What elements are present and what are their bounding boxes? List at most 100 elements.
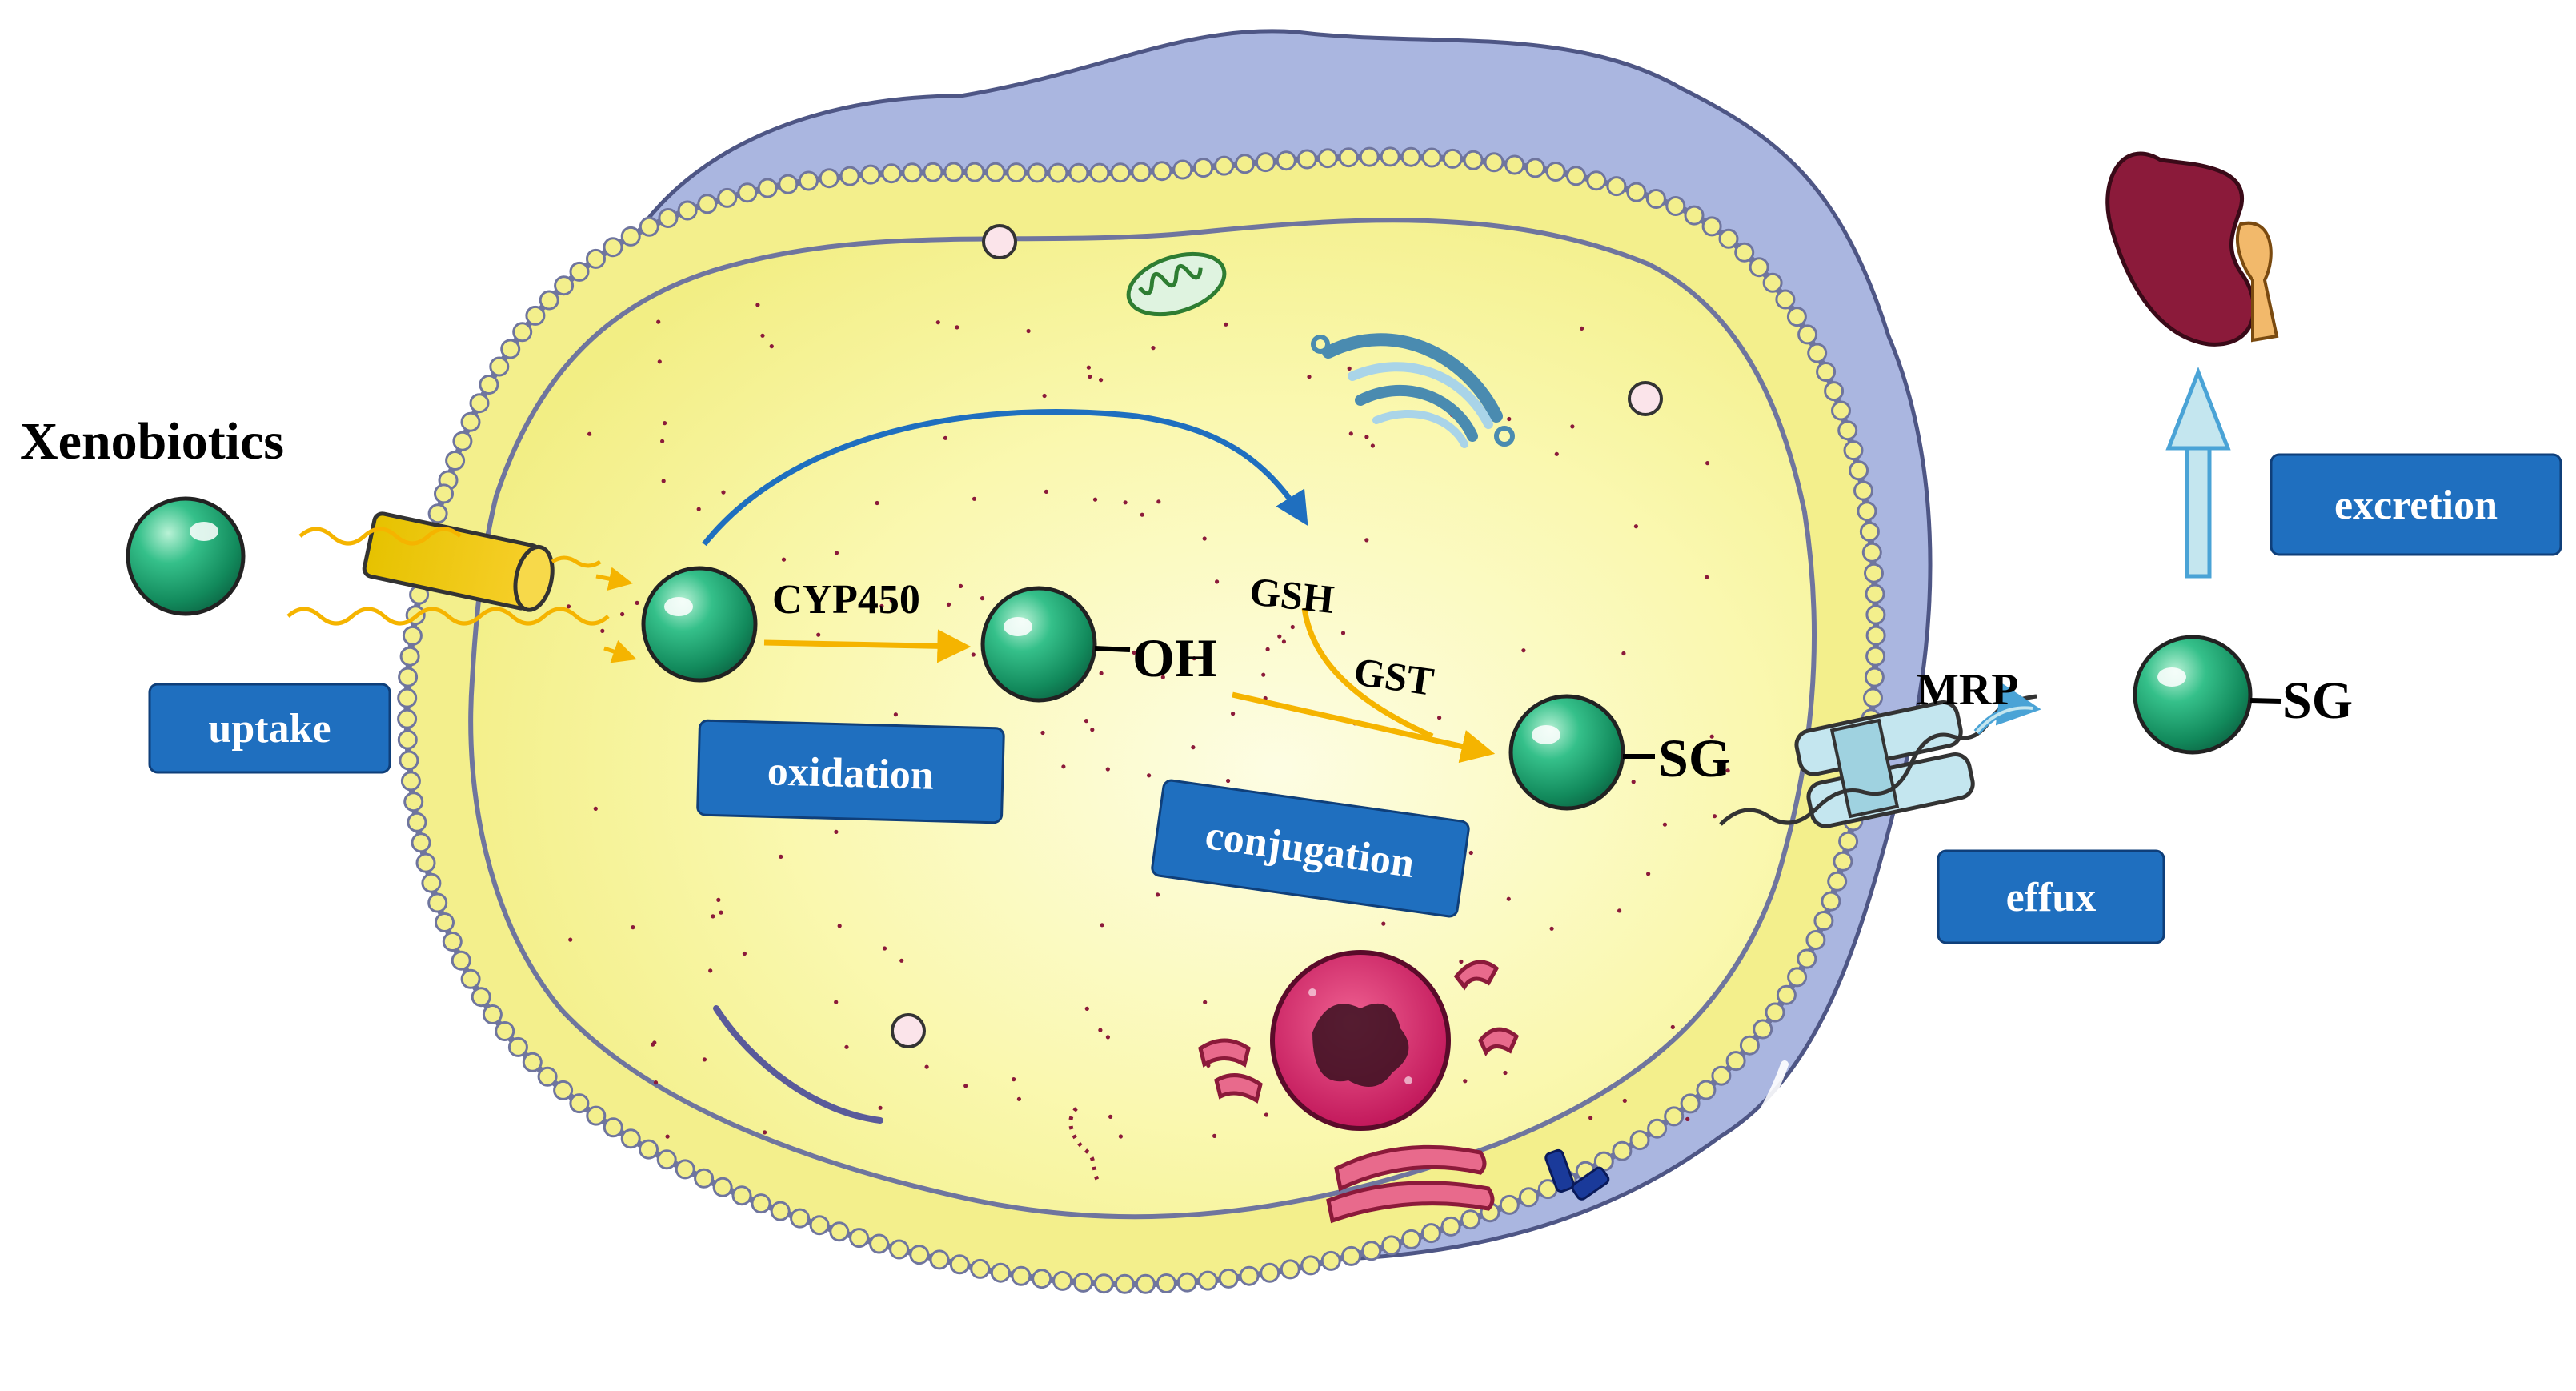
cytoplasm-dot: [1203, 1000, 1208, 1004]
conjugated-molecule-inside: [1508, 694, 1655, 811]
membrane-bead: [1838, 831, 1859, 852]
membrane-bead: [460, 968, 481, 989]
cytoplasm-dot: [1364, 435, 1369, 439]
membrane-bead: [1193, 158, 1214, 178]
membrane-bead: [482, 1004, 503, 1024]
cytoplasm-dot: [719, 910, 723, 915]
cytoplasm-dot: [893, 712, 898, 717]
membrane-bead: [1865, 625, 1886, 646]
membrane-bead: [790, 1208, 811, 1229]
cytoplasm-dot: [1099, 671, 1104, 675]
membrane-bead: [1197, 1270, 1218, 1291]
membrane-bead: [1073, 1272, 1093, 1293]
cytoplasm-dot: [1231, 712, 1236, 716]
cytoplasm-dot: [1709, 734, 1714, 739]
membrane-bead: [1135, 1273, 1156, 1294]
cytoplasm-dot: [1086, 365, 1091, 370]
membrane-bead: [537, 1066, 558, 1087]
membrane-bead: [697, 194, 718, 214]
membrane-bead: [869, 1233, 890, 1254]
membrane-beads: [397, 146, 1886, 1294]
membrane-bead: [1645, 189, 1666, 209]
membrane-bead: [1647, 1118, 1668, 1139]
cytoplasm-dot: [600, 628, 605, 634]
membrane-bead: [1300, 1255, 1321, 1276]
membrane-bead: [1525, 158, 1545, 178]
membrane-bead: [639, 1139, 659, 1160]
cytoplasm-dot: [1307, 375, 1312, 379]
membrane-bead: [1421, 147, 1442, 168]
membrane-bead: [1684, 205, 1705, 226]
membrane-bead: [1235, 154, 1255, 174]
cytoplasm-dot: [1040, 730, 1045, 736]
cytoplasm-dot: [1685, 1116, 1690, 1121]
xenobiotic-molecule-outside: [126, 496, 246, 616]
membrane-bead: [442, 932, 463, 952]
membrane-bead: [1776, 984, 1797, 1005]
cytoplasm-dot: [1506, 896, 1511, 901]
cytoplasm-dot: [1570, 424, 1575, 429]
gst-label: GST: [1351, 648, 1436, 704]
membrane-bead: [717, 187, 738, 208]
membrane-bead: [1629, 1130, 1650, 1151]
membrane-bead: [1797, 324, 1818, 345]
cytoplasm-dot: [566, 604, 571, 609]
membrane-bead: [427, 892, 448, 913]
membrane-bead: [507, 1036, 528, 1057]
cytoplasm-dot: [1212, 1133, 1217, 1138]
membrane-bead: [902, 162, 923, 183]
membrane-bead: [569, 1093, 590, 1114]
cytoplasm-dot: [1108, 1114, 1113, 1119]
membrane-bead: [1849, 460, 1869, 481]
membrane-bead: [1861, 542, 1882, 563]
membrane-bead: [1460, 1209, 1481, 1230]
cytoplasm-dot: [711, 914, 715, 919]
membrane-bead: [1807, 343, 1828, 363]
membrane-bead: [1504, 154, 1525, 175]
membrane-bead: [1440, 1216, 1461, 1237]
cytoplasm-dot: [1705, 461, 1710, 466]
conjugation-arrow: [1232, 691, 1496, 764]
membrane-bead: [1110, 162, 1131, 183]
cytoplasm-dot: [708, 968, 713, 973]
mrp-transporter: [1794, 700, 1975, 828]
membrane-bead: [460, 411, 481, 432]
membrane-bead: [985, 162, 1006, 182]
cytoplasm-dot: [1215, 579, 1220, 584]
membrane-bead: [798, 170, 819, 191]
membrane-bead: [620, 1128, 641, 1149]
cytoplasm-dot: [1468, 850, 1473, 856]
cytoplasm-dot: [1084, 1006, 1089, 1011]
membrane-bead: [421, 872, 442, 893]
effux-badge: effux: [1937, 849, 2165, 944]
cytoplasm-dot: [779, 854, 783, 859]
cytoplasm-dot: [1622, 1098, 1627, 1103]
cytoplasm-dot: [935, 320, 940, 325]
sg-inside-label: SG: [1658, 728, 1731, 788]
membrane-bead: [809, 1215, 830, 1236]
cytoplasm-dot: [1340, 631, 1346, 635]
membrane-bead: [1739, 1035, 1760, 1056]
cytoplasm-dot: [963, 1084, 968, 1088]
membrane-bead: [1296, 149, 1317, 170]
cytoplasm-dot: [1160, 675, 1165, 679]
membrane-bead: [1696, 1080, 1717, 1100]
cytoplasm-dot: [1364, 538, 1369, 543]
membrane-bead: [1859, 521, 1880, 542]
membrane-bead: [586, 1105, 607, 1126]
uptake-arrow-top: [298, 527, 602, 568]
membrane-bead: [1131, 162, 1152, 182]
membrane-bead: [1701, 216, 1722, 237]
cytoplasm-dot: [878, 1105, 883, 1110]
cytoplasm-dot: [1100, 923, 1104, 928]
cytoplasm-dot: [593, 806, 598, 812]
cytoplasm-dot: [1123, 500, 1128, 505]
cytoplasm-dot: [661, 479, 666, 483]
conjugation-badge: conjugation: [1151, 779, 1470, 918]
gsh-label: GSH: [1248, 568, 1336, 622]
cytoplasm-dot: [1621, 651, 1626, 656]
centrioles: [1544, 1148, 1610, 1201]
membrane-bead: [1863, 687, 1883, 708]
membrane-bead: [1753, 1019, 1773, 1040]
